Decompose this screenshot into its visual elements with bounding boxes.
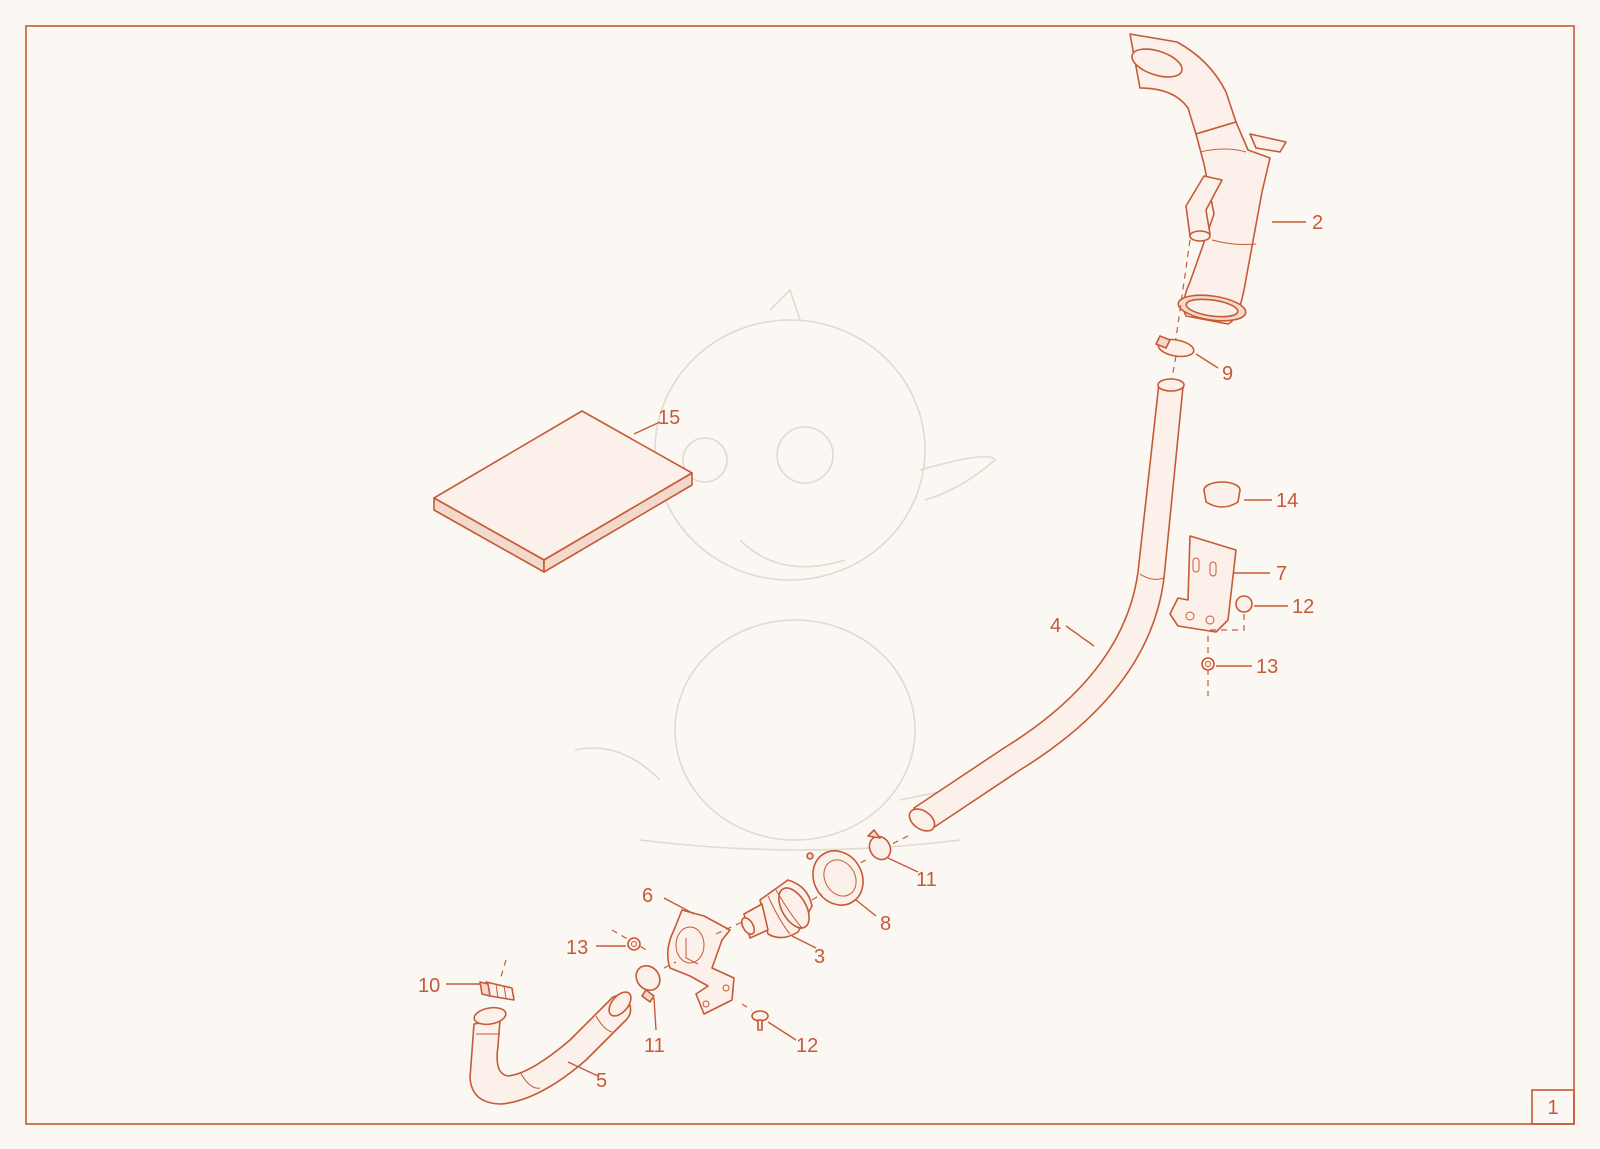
leader-12b	[767, 1021, 797, 1041]
drawing-frame	[25, 25, 1575, 1125]
part-4-long-hose	[908, 378, 1185, 832]
callout-8: 8	[880, 913, 891, 935]
part-7-bracket	[1169, 535, 1237, 633]
part-13-nut-lower	[627, 937, 641, 951]
part-11-clamp-lower	[635, 964, 661, 1003]
part-9-hose-clamp	[1155, 335, 1195, 358]
page-number-box	[1531, 1089, 1575, 1125]
part-5-bent-hose	[469, 991, 632, 1105]
callout-7: 7	[1276, 563, 1287, 585]
part-13-nut	[1201, 657, 1215, 671]
callout-13b: 13	[566, 937, 588, 959]
callout-15: 15	[658, 407, 680, 429]
part-6-mounting-bracket	[666, 909, 735, 1015]
leader-4	[1065, 625, 1095, 647]
leader-5	[567, 1061, 599, 1077]
leader-11a	[887, 857, 919, 873]
callout-11a: 11	[916, 869, 937, 891]
part-8-gasket	[806, 850, 864, 906]
leader-11b	[653, 997, 657, 1031]
part-14-ring	[1203, 481, 1241, 508]
leader-15	[633, 421, 661, 435]
callout-10: 10	[418, 975, 440, 997]
page-number: 1	[1547, 1097, 1558, 1119]
part-3-valve	[740, 879, 813, 939]
callout-3: 3	[814, 946, 825, 968]
callout-14: 14	[1276, 490, 1298, 512]
callout-13a: 13	[1256, 656, 1278, 678]
part-10-fitting	[479, 981, 515, 1001]
callout-5: 5	[596, 1070, 607, 1092]
callout-11b: 11	[644, 1035, 665, 1057]
part-12-knob	[1235, 595, 1253, 613]
part-11-clamp-upper	[867, 829, 892, 861]
callout-6: 6	[642, 885, 653, 907]
callout-2: 2	[1312, 212, 1323, 234]
watermark-illustration	[574, 288, 1011, 851]
part-15-booklet	[433, 410, 693, 573]
leader-3	[791, 935, 817, 949]
callout-12b: 12	[796, 1035, 818, 1057]
leader-9	[1195, 353, 1219, 369]
callout-12a: 12	[1292, 596, 1314, 618]
part-2-filler-neck	[1129, 33, 1287, 325]
leader-6	[663, 897, 695, 915]
leader-8	[855, 899, 877, 917]
part-12-screw	[751, 1010, 769, 1031]
callout-9: 9	[1222, 363, 1233, 385]
callout-4: 4	[1050, 615, 1061, 637]
